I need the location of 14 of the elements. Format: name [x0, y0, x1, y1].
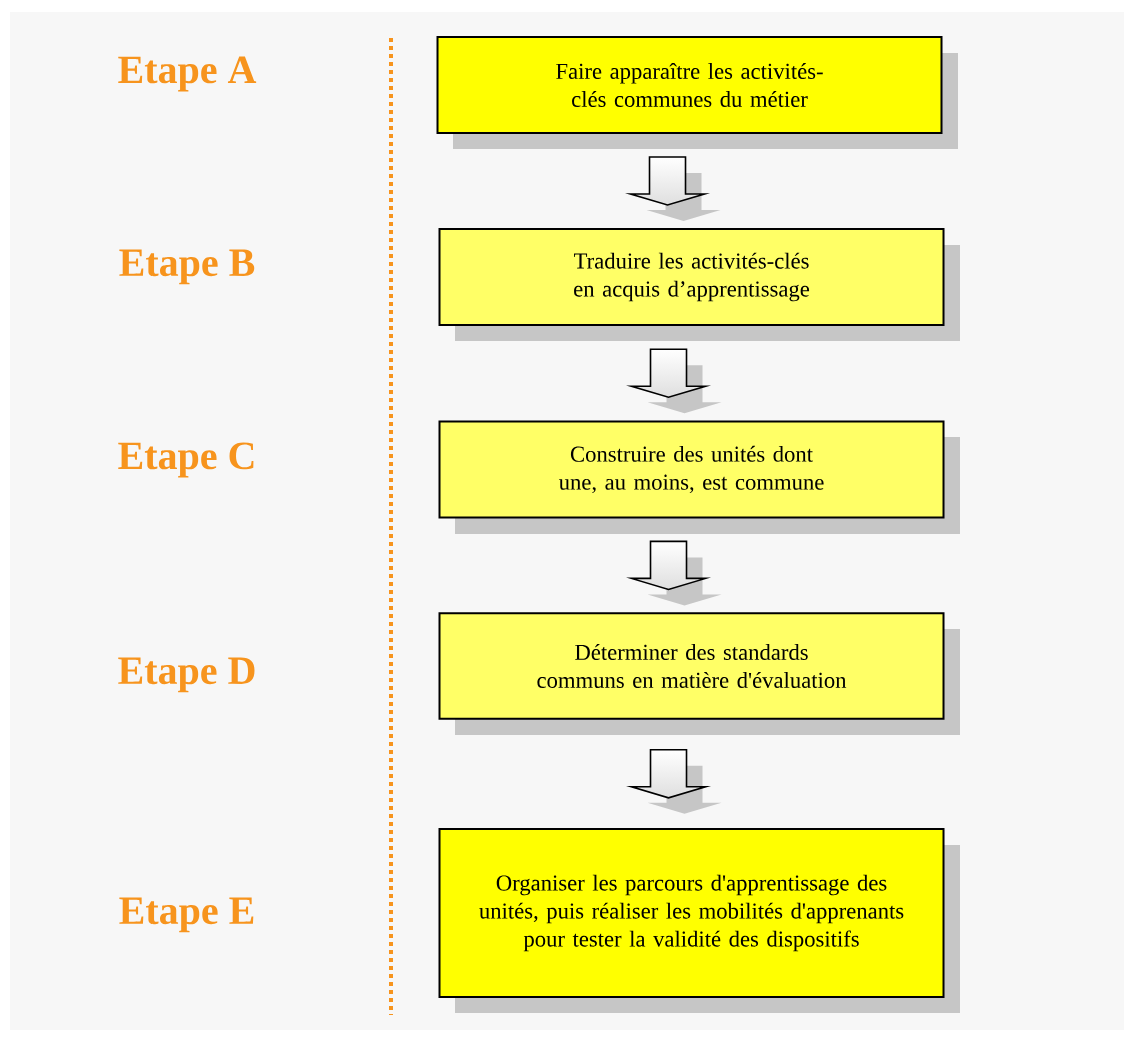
step-label: Etape E [119, 897, 254, 933]
block-arrow [625, 156, 721, 221]
block-arrow [626, 540, 722, 606]
step-label: Etape B [119, 249, 255, 285]
block-arrow [626, 348, 722, 414]
process-box: Traduire les activités-clés en acquis d’apprentissage [438, 228, 960, 341]
step-label: Etape C [118, 442, 254, 478]
step-label: Etape D [118, 657, 255, 693]
process-box: Organiser les parcours d'apprentissage des unités, puis réaliser les mobilités d'apprenants pour tester la validité des dispositifs [438, 828, 960, 1013]
process-box: Faire apparaître les activités-clés communes du métier [436, 36, 958, 149]
step-label: Etape A [118, 56, 257, 92]
block-arrow [626, 749, 722, 814]
process-box: Construire des unités dont une, au moins, est commune [438, 420, 960, 534]
process-box: Déterminer des standards communs en matière d'évaluation [438, 612, 960, 735]
